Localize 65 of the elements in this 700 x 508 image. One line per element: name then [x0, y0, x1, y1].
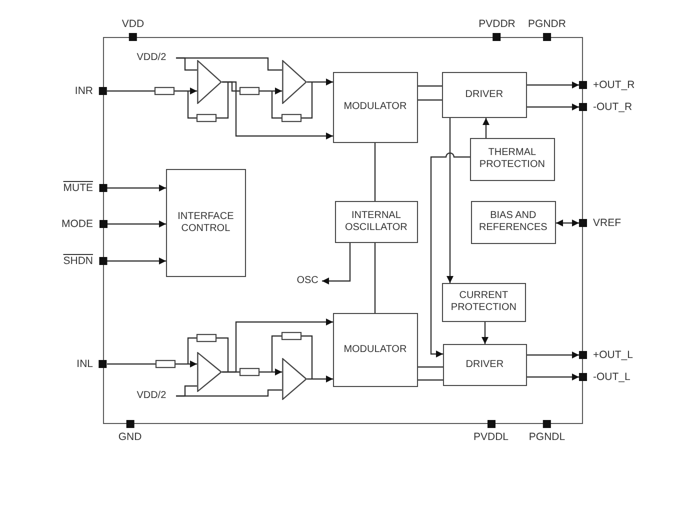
block-label: INTERNAL OSCILLATOR: [344, 210, 408, 234]
function-block: [470, 138, 555, 181]
block-label: MODULATOR: [344, 344, 407, 356]
pin-label: GND: [118, 431, 142, 443]
function-block: [332, 72, 418, 143]
connector: [482, 118, 490, 138]
pin-label: -OUT_L: [593, 371, 630, 383]
function-block: [332, 312, 418, 387]
pin-label: SHDN: [63, 255, 93, 267]
block-label: THERMAL PROTECTION: [478, 147, 546, 172]
pin-label: +OUT_L: [593, 349, 633, 361]
connector: [374, 243, 376, 313]
function-block: [334, 200, 418, 243]
connector: [307, 376, 333, 382]
connector: [418, 99, 442, 101]
signal-label: OSC: [296, 274, 322, 287]
connector: [374, 143, 376, 201]
connector: [176, 389, 282, 397]
pin-label: MODE: [62, 218, 93, 230]
block-label: DRIVER: [466, 358, 504, 371]
pin-label: PGNDL: [528, 431, 566, 443]
connector: [107, 184, 166, 192]
connector: [307, 78, 333, 86]
connector: [556, 220, 579, 226]
block-label: MODULATOR: [344, 101, 407, 114]
function-block: [442, 344, 527, 386]
pin-label: PGNDR: [528, 18, 566, 30]
connector: [418, 85, 442, 87]
connector: [107, 258, 166, 264]
pin-label: PVDDR: [478, 18, 516, 30]
pin-label: VDD: [122, 18, 144, 30]
connector: [107, 88, 197, 94]
connector: [222, 81, 333, 140]
supply-label: VDD/2: [136, 52, 176, 64]
pin-label: INL: [76, 358, 93, 370]
connector: [527, 82, 579, 88]
function-block: [470, 200, 556, 244]
pin-label: +OUT_R: [593, 79, 635, 91]
pin-label: -OUT_R: [593, 101, 632, 113]
pin-label: INR: [74, 85, 93, 97]
connector: [322, 243, 351, 284]
function-block: [442, 72, 527, 118]
connector: [430, 152, 470, 358]
block-label: BIAS AND REFERENCES: [478, 210, 548, 234]
function-block: [166, 168, 246, 277]
block-label: INTERFACE CONTROL: [176, 210, 235, 235]
connector: [222, 318, 333, 373]
block-label: CURRENT PROTECTION: [450, 290, 518, 314]
connector: [418, 379, 443, 381]
connector: [482, 322, 488, 344]
connector: [418, 366, 443, 368]
connector: [446, 118, 454, 283]
pin-label: VREF: [593, 217, 622, 229]
chip-outline: [103, 37, 583, 424]
block-label: DRIVER: [465, 88, 504, 101]
connector: [107, 360, 197, 368]
connector: [527, 104, 579, 110]
connector: [176, 57, 282, 71]
function-block: [442, 282, 526, 322]
connector: [527, 352, 579, 358]
supply-label: VDD/2: [136, 390, 176, 402]
connector: [107, 220, 166, 228]
connector: [527, 374, 579, 380]
pin-label: PVDDL: [474, 431, 508, 443]
pin-label: MUTE: [63, 182, 93, 194]
